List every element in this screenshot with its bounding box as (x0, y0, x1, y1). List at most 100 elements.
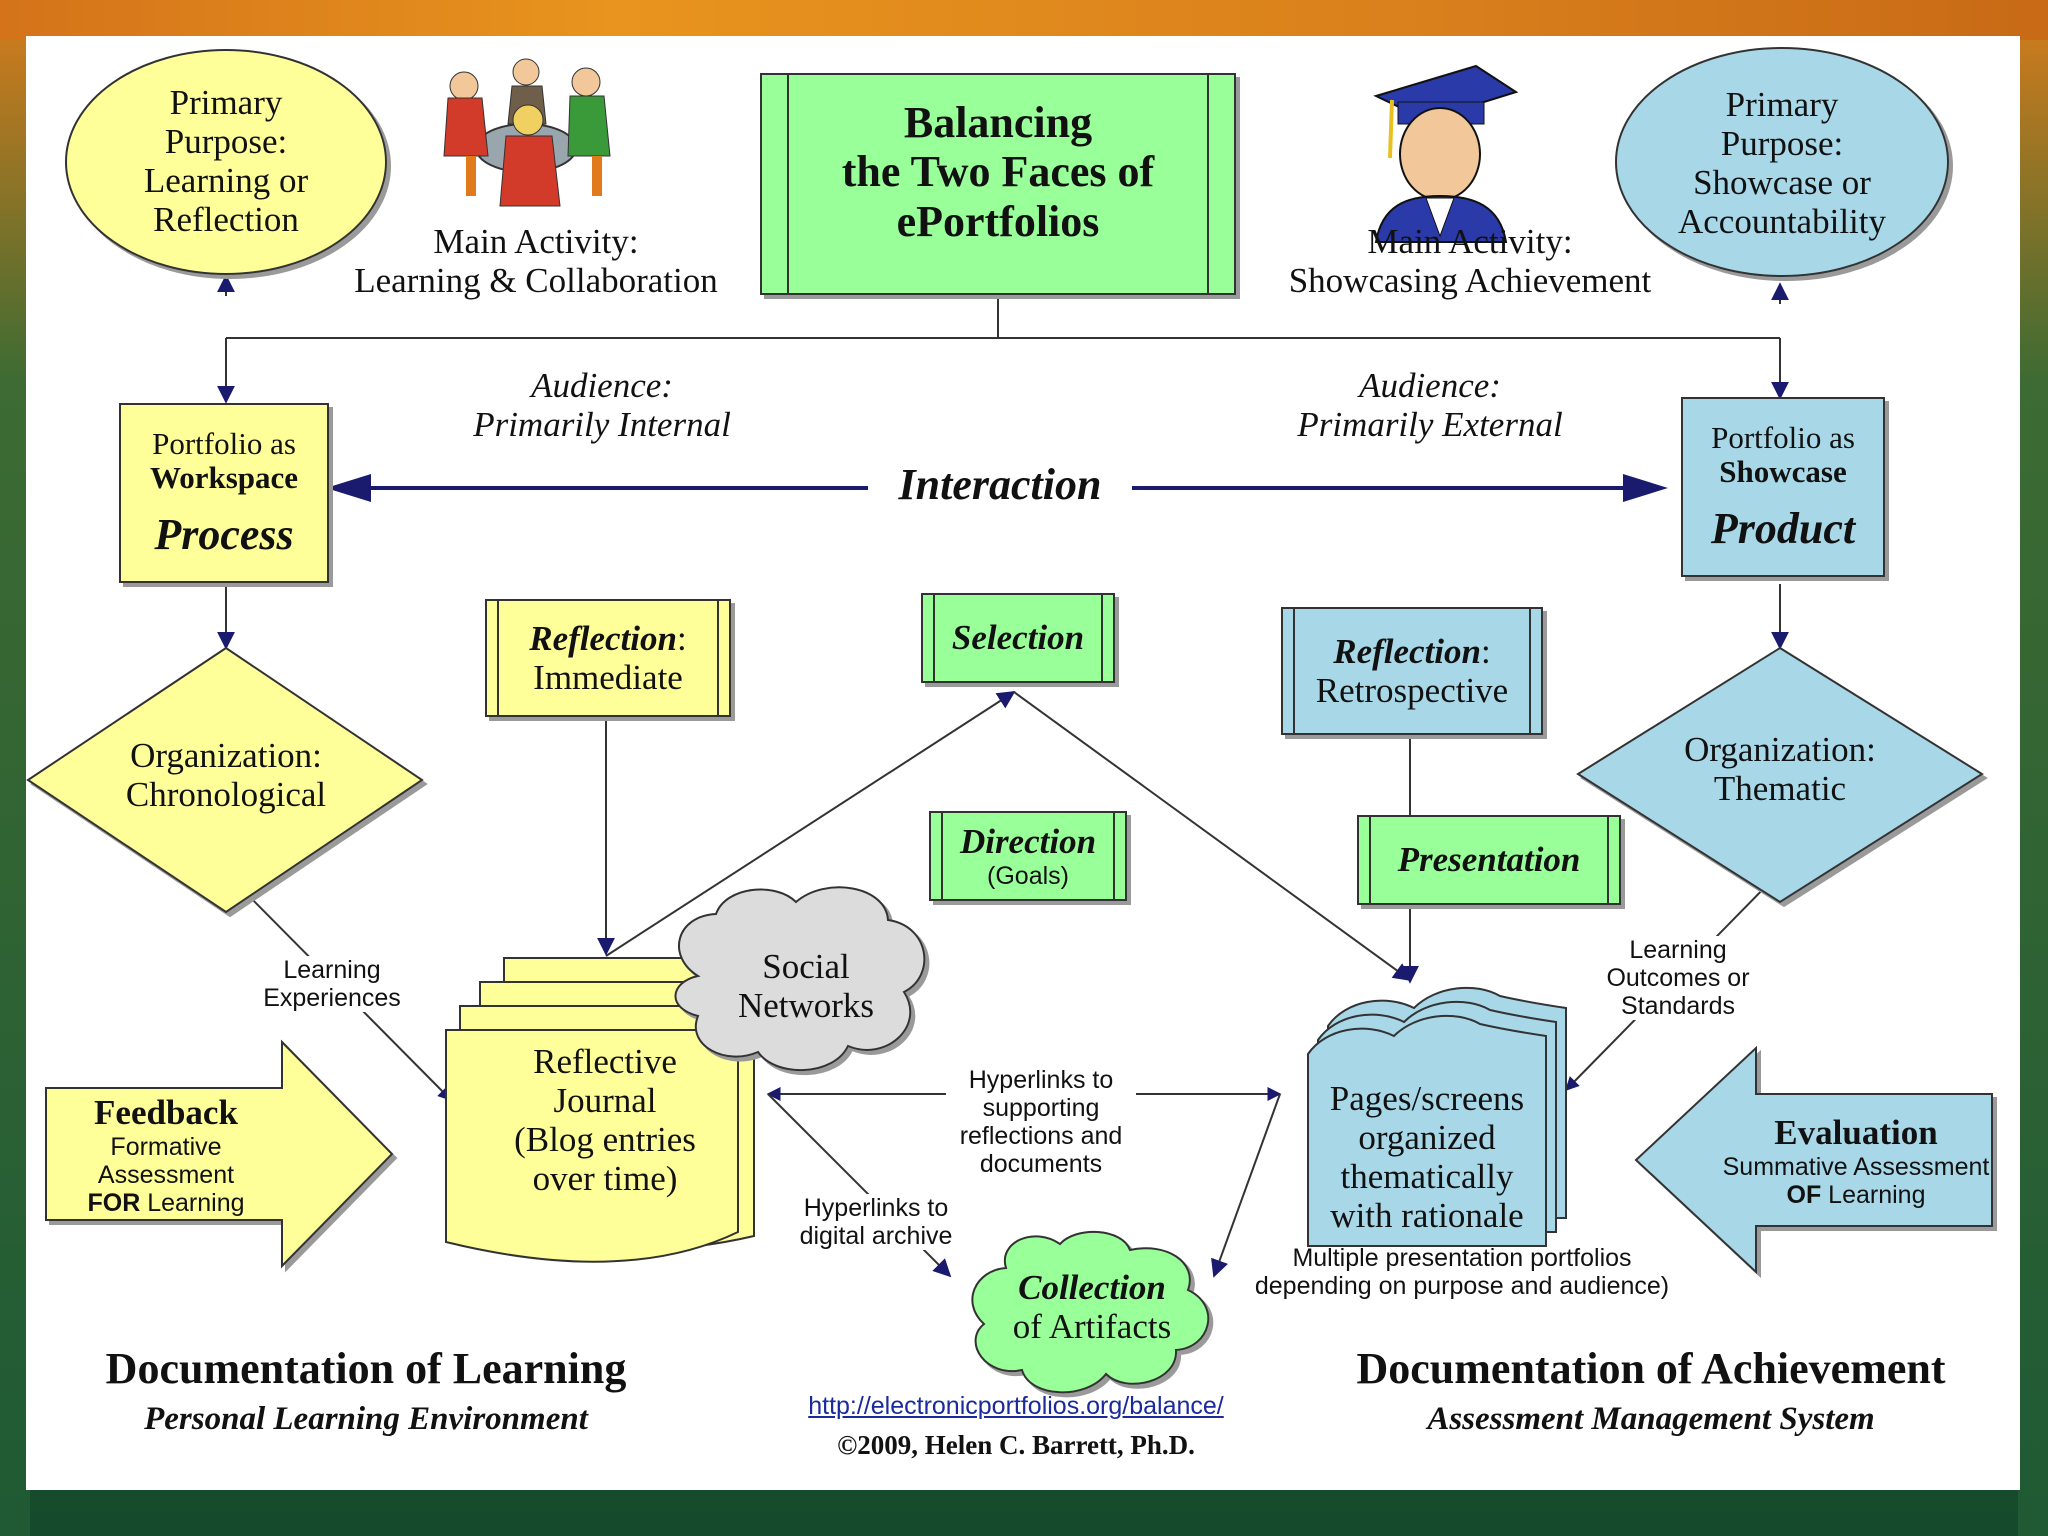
text-line: Summative Assessment (1722, 1152, 1990, 1181)
evaluation-arrow (1634, 1045, 1993, 1275)
text-line: (Blog entries (514, 1120, 696, 1159)
text-line: Learning (1629, 936, 1727, 964)
text-line: Audience: (1359, 366, 1501, 405)
title-box (760, 73, 1236, 295)
text-line: Purpose: (1720, 123, 1844, 163)
learning-experiences-label: Learning Experiences (252, 956, 412, 1012)
text-line: Audience: (531, 366, 673, 405)
left-main-activity: Main Activity: Learning & Collaboration (326, 222, 746, 300)
text-line: organized (1358, 1117, 1496, 1157)
thematic-diamond (1576, 646, 1984, 904)
direction-box (929, 811, 1127, 901)
workspace-box (119, 403, 329, 583)
text-line: Networks (737, 986, 875, 1025)
selection-box (921, 593, 1115, 683)
text-line: Accountability (1677, 202, 1886, 242)
text-line: Journal (553, 1080, 657, 1120)
text-line: Standards (1621, 992, 1735, 1020)
text-line: Workspace (149, 460, 299, 496)
text-line: Portfolio as (1711, 419, 1855, 455)
text-line: Learning & Collaboration (354, 261, 718, 301)
text-line: Main Activity: (1367, 222, 1573, 261)
text-line: Showcase (1719, 454, 1847, 490)
text-line: Primarily Internal (473, 405, 731, 445)
text-line: Reflection (1333, 631, 1481, 671)
feedback-text: Feedback Formative Assessment FOR Learni… (46, 1093, 286, 1217)
pages-screens-text: Pages/screens organized thematically wit… (1308, 1072, 1546, 1242)
diagram-shapes (26, 47, 1993, 1394)
text-line: with rationale (1330, 1196, 1524, 1236)
pages-screens-stack (1307, 986, 1567, 1247)
text-line: Purpose: (164, 121, 288, 161)
reflection-retrospective-text: Reflection: Retrospective (1294, 614, 1530, 728)
text-line: documents (979, 1150, 1103, 1178)
slide-left-border (0, 40, 30, 1536)
text-line: Learning (283, 956, 381, 984)
right-purpose-ellipse (1615, 47, 1949, 277)
right-main-activity: Main Activity: Showcasing Achievement (1260, 222, 1680, 300)
doc-learning-title: Documentation of Learning (105, 1344, 627, 1393)
left-audience: Audience: Primarily Internal (422, 366, 782, 444)
journal-document-stack (445, 957, 755, 1263)
text-line: Portfolio as (152, 425, 296, 461)
text-line: digital archive (799, 1222, 953, 1250)
text-line: Evaluation (1774, 1113, 1938, 1153)
text-line: of Artifacts (1012, 1307, 1172, 1346)
copyright-notice: ©2009, Helen C. Barrett, Ph.D. (837, 1430, 1195, 1460)
text-line: Learning (140, 1188, 245, 1217)
doc-achievement-subtitle: Assessment Management System (1427, 1401, 1875, 1438)
text-line: Feedback (94, 1093, 238, 1133)
text-line: Pages/screens (1329, 1078, 1525, 1118)
showcase-box (1681, 397, 1885, 577)
presentation-label: Presentation (1397, 840, 1581, 880)
text-line: Primary (1725, 84, 1839, 124)
text-line: : (677, 618, 687, 658)
learning-outcomes-label: Learning Outcomes or Standards (1588, 936, 1768, 1020)
people-collaborating-icon (443, 58, 611, 207)
text-line: Process (154, 510, 294, 560)
showcase-text: Portfolio as Showcase Product (1682, 402, 1884, 572)
text-line: Direction (959, 822, 1097, 862)
hyperlinks-supporting-label: Hyperlinks to supporting reflections and… (946, 1066, 1136, 1178)
selection-label: Selection (951, 618, 1085, 658)
doc-learning-subtitle: Personal Learning Environment (144, 1401, 588, 1438)
text-line: Immediate (533, 658, 683, 697)
text-line: Product (1710, 504, 1856, 554)
text-line: Learning or (143, 161, 309, 200)
text-line: over time) (532, 1159, 678, 1199)
social-networks-cloud (674, 886, 926, 1071)
diagram-title: Balancing the Two Faces of ePortfolios (788, 98, 1208, 246)
left-purpose-ellipse (65, 49, 387, 275)
text-line: (Goals) (987, 861, 1069, 890)
graduate-icon (1373, 64, 1519, 243)
right-audience: Audience: Primarily External (1250, 366, 1610, 444)
hyperlinks-archive-label: Hyperlinks to digital archive (786, 1194, 966, 1250)
text-line: Experiences (263, 984, 401, 1012)
text-line: Showcasing Achievement (1288, 261, 1652, 301)
interaction-label: Interaction (868, 460, 1132, 510)
text-line: reflections and (959, 1122, 1123, 1150)
text-line: Reflective (533, 1041, 677, 1081)
text-line: Main Activity: (433, 222, 639, 261)
source-url-link[interactable]: http://electronicportfolios.org/balance/ (808, 1392, 1224, 1420)
text-line: FOR (87, 1188, 141, 1217)
interaction-arrow (326, 474, 1668, 502)
text-line: Reflection (529, 618, 677, 658)
text-line: Reflection (153, 200, 299, 240)
text-line: Retrospective (1315, 671, 1509, 710)
connector-lines (217, 274, 1789, 1278)
text-line: Hyperlinks to (803, 1194, 949, 1222)
left-purpose-text: Primary Purpose: Learning or Reflection (86, 76, 366, 246)
collection-text: Collection of Artifacts (982, 1252, 1202, 1362)
multiple-portfolios-note: Multiple presentation portfolios dependi… (1242, 1244, 1682, 1300)
title-line: Balancing (903, 98, 1093, 147)
text-line: Multiple presentation portfolios (1292, 1244, 1632, 1272)
text-line: Organization: (130, 736, 322, 775)
chronological-text: Organization: Chronological (66, 736, 386, 814)
thematic-text: Organization: Thematic (1620, 730, 1940, 808)
text-line: Showcase or (1693, 163, 1871, 202)
text-line: Hyperlinks to (968, 1066, 1114, 1094)
text-line: Organization: (1684, 730, 1876, 769)
collection-cloud (971, 1230, 1210, 1394)
reflection-immediate-box (485, 599, 731, 717)
